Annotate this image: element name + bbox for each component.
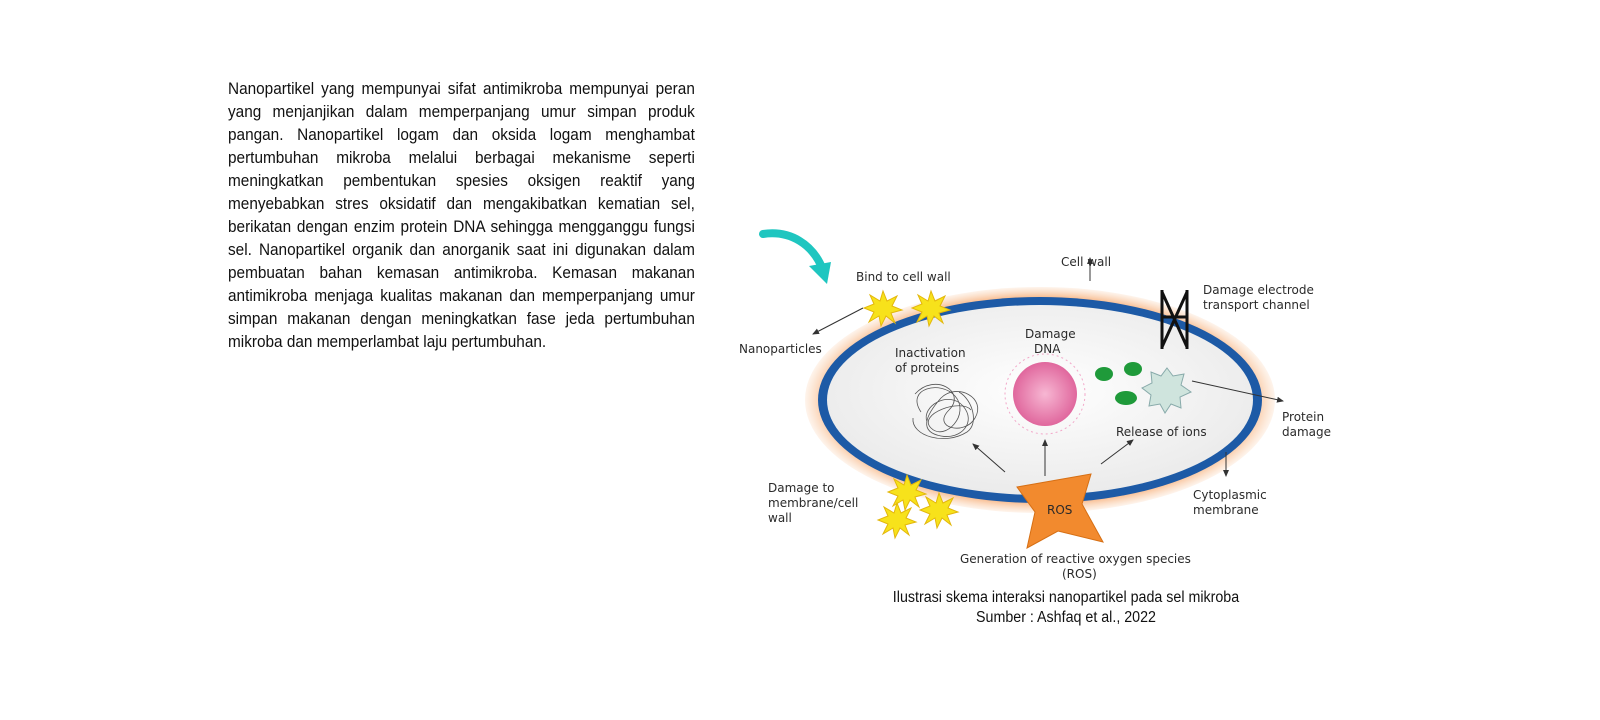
label-damage-electrode-1: Damage electrode bbox=[1203, 283, 1314, 297]
diagram-arrows bbox=[812, 257, 1284, 477]
label-inactivation-1: Inactivation bbox=[895, 346, 966, 360]
label-ros: ROS bbox=[1047, 503, 1072, 517]
label-cell-wall: Cell wall bbox=[1061, 255, 1111, 269]
label-generation-1: Generation of reactive oxygen species bbox=[960, 552, 1191, 566]
label-cytoplasmic-1: Cytoplasmic bbox=[1193, 488, 1267, 502]
curved-arrow-head bbox=[809, 262, 831, 284]
figure-caption: Ilustrasi skema interaksi nanopartikel p… bbox=[866, 588, 1266, 628]
body-paragraph: Nanopartikel yang mempunyai sifat antimi… bbox=[228, 80, 695, 351]
damaged-protein-icon bbox=[1141, 367, 1193, 414]
dna-icon bbox=[1004, 353, 1086, 435]
label-damage-electrode-2: transport channel bbox=[1203, 298, 1310, 312]
label-nanoparticles: Nanoparticles bbox=[739, 342, 822, 356]
label-inactivation-2: of proteins bbox=[895, 361, 959, 375]
caption-source: Sumber : Ashfaq et al., 2022 bbox=[976, 609, 1156, 626]
label-damage-dna-2: DNA bbox=[1034, 342, 1061, 356]
label-damage-membrane-2: membrane/cell bbox=[768, 496, 858, 510]
label-damage-membrane-3: wall bbox=[768, 511, 792, 525]
tangled-protein-icon bbox=[912, 383, 978, 439]
label-protein-damage-2: damage bbox=[1282, 425, 1331, 439]
released-ions bbox=[1095, 362, 1142, 405]
label-generation-2: (ROS) bbox=[1062, 567, 1097, 581]
transport-channel-icon bbox=[1160, 290, 1189, 349]
label-release-of-ions: Release of ions bbox=[1116, 425, 1207, 439]
label-bind-to-cell-wall: Bind to cell wall bbox=[856, 270, 951, 284]
label-damage-dna-1: Damage bbox=[1025, 327, 1076, 341]
label-damage-membrane-1: Damage to bbox=[768, 481, 835, 495]
ros-star bbox=[1016, 473, 1104, 549]
label-cytoplasmic-2: membrane bbox=[1193, 503, 1259, 517]
nanoparticle-cell-diagram: Cell wall Bind to cell wall Damage elect… bbox=[739, 229, 1331, 581]
label-protein-damage-1: Protein bbox=[1282, 410, 1324, 424]
curved-arrow-icon bbox=[759, 229, 827, 274]
caption-title: Ilustrasi skema interaksi nanopartikel p… bbox=[892, 589, 1240, 606]
